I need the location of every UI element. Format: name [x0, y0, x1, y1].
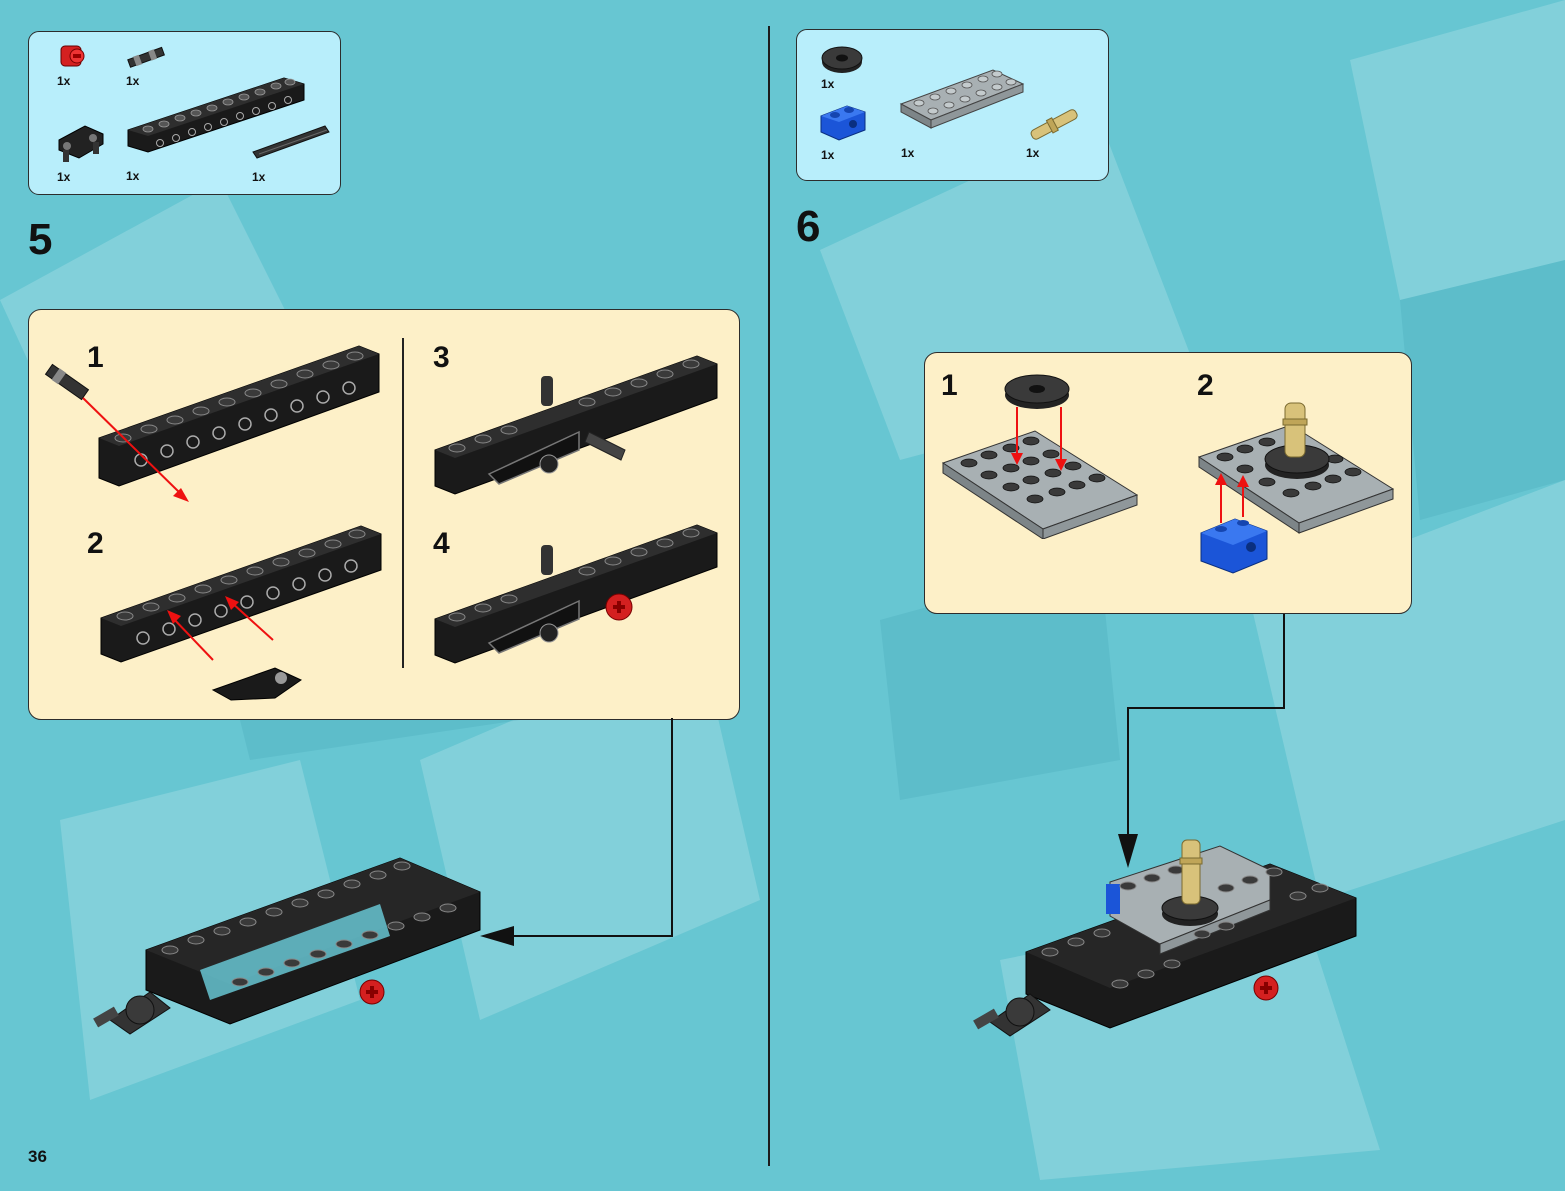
step-6-result-model	[970, 836, 1365, 1046]
substep-4-illustration	[429, 515, 729, 675]
step-6-substeps-panel: 1 2	[924, 352, 1412, 614]
round-plate-icon	[819, 42, 865, 76]
page-number: 36	[28, 1147, 47, 1167]
gray-plate-2x6-icon	[897, 66, 1027, 138]
step-5-callout-arrow	[470, 716, 680, 952]
axle-connector-icon	[124, 46, 170, 68]
step-5-parts-list: 1x 1x 1x 1x	[28, 31, 341, 195]
substep-1-illustration	[939, 369, 1139, 539]
step-number: 5	[28, 218, 52, 262]
part-qty: 1x	[821, 77, 834, 91]
part-qty: 1x	[57, 74, 70, 88]
step-6-parts-list: 1x 1x 1x 1x	[796, 29, 1109, 181]
blue-technic-brick-icon	[817, 102, 869, 142]
step-6-callout-arrow	[1110, 612, 1290, 872]
red-bush-icon	[55, 42, 89, 72]
part-qty: 1x	[901, 146, 914, 160]
part-qty: 1x	[1026, 146, 1039, 160]
substep-3-illustration	[429, 332, 729, 502]
substep-2-illustration	[95, 510, 395, 710]
part-qty: 1x	[126, 169, 139, 183]
step-5-substeps-panel: 1 3 2 4	[28, 309, 740, 720]
substep-1-illustration	[43, 326, 393, 506]
axle-icon	[249, 122, 333, 166]
part-qty: 1x	[821, 148, 834, 162]
technic-liftarm-icon	[55, 120, 107, 164]
part-qty: 1x	[57, 170, 70, 184]
step-number: 6	[796, 205, 820, 249]
tan-pin-icon	[1023, 106, 1087, 142]
substep-separator	[402, 338, 404, 668]
page-divider	[768, 26, 770, 1166]
substep-2-illustration	[1195, 393, 1400, 583]
part-qty: 1x	[252, 170, 265, 184]
step-5-result-model	[90, 840, 490, 1050]
